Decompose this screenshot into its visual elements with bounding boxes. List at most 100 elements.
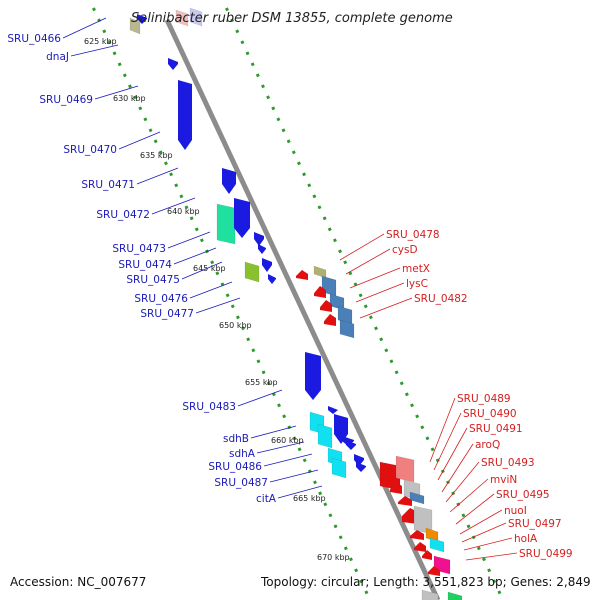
label-leader-line: [151, 197, 196, 215]
forward-gene-arrow: [254, 232, 264, 246]
gene-label-sru_0469: SRU_0469: [39, 94, 93, 106]
label-leader-line: [94, 85, 139, 100]
gene-label-sru_0497: SRU_0497: [508, 518, 562, 530]
gene-feature: [429, 537, 445, 553]
scale-tick: [338, 249, 343, 254]
label-leader-line: [189, 281, 233, 299]
label-leader-line: [449, 478, 489, 513]
scale-tick: [250, 62, 255, 67]
scale-tick: [497, 590, 502, 595]
label-leader-line: [62, 17, 107, 39]
forward-gene-arrow: [305, 352, 321, 400]
reverse-gene-arrow: [410, 530, 424, 540]
forward-gene-arrow: [222, 168, 236, 194]
gene-label-sru_0476: SRU_0476: [134, 293, 188, 305]
gene-label-nuoi: nuoI: [504, 505, 527, 517]
forward-gene-arrow: [356, 462, 366, 472]
scale-tick: [128, 84, 132, 89]
position-label: 630 kbp: [113, 94, 146, 103]
scale-tick: [492, 579, 497, 584]
gene-label-cita: citA: [256, 493, 277, 505]
scale-tick: [404, 392, 409, 397]
scale-tick: [133, 95, 138, 100]
gene-feature: [189, 7, 203, 27]
scale-tick: [425, 436, 430, 441]
label-leader-line: [256, 441, 305, 454]
scale-tick: [230, 18, 235, 23]
reverse-gene-arrow: [314, 286, 326, 298]
gene-label-sru_0491: SRU_0491: [469, 423, 523, 435]
scale-tick: [286, 139, 291, 144]
scale-tick: [261, 84, 265, 89]
reverse-gene-arrow: [320, 300, 332, 312]
scale-tick: [117, 62, 122, 67]
scale-tick: [179, 194, 184, 199]
forward-gene-arrow: [234, 198, 250, 238]
scale-tick: [384, 348, 389, 353]
gene-label-sru_0499: SRU_0499: [519, 548, 573, 560]
gene-label-sru_0473: SRU_0473: [112, 243, 166, 255]
scale-tick: [368, 315, 373, 320]
scale-tick: [327, 227, 332, 232]
forward-gene-arrow: [258, 244, 266, 254]
label-leader-line: [250, 425, 297, 439]
forward-gene-arrow: [178, 80, 192, 150]
scale-tick: [379, 337, 384, 342]
scale-tick: [163, 161, 168, 166]
forward-gene-arrow: [268, 274, 276, 284]
scale-tick: [364, 590, 369, 595]
scale-tick: [107, 40, 112, 45]
gene-feature: [395, 455, 415, 483]
scale-tick: [210, 260, 215, 265]
label-leader-line: [173, 247, 217, 265]
scale-tick: [302, 458, 307, 463]
scale-tick: [122, 73, 127, 78]
scale-tick: [374, 326, 379, 331]
label-leader-line: [277, 485, 323, 499]
scale-tick: [256, 359, 261, 364]
forward-gene-arrow: [346, 440, 356, 450]
gene-feature: [421, 589, 439, 600]
label-leader-line: [359, 297, 413, 319]
scale-tick: [328, 513, 333, 518]
gene-label-sru_0466: SRU_0466: [7, 33, 61, 45]
scale-tick: [363, 304, 368, 309]
genome-summary-text: Topology: circular; Length: 3,551,823 bp…: [260, 575, 591, 589]
scale-tick: [476, 546, 481, 551]
scale-tick: [266, 381, 271, 386]
forward-gene-arrow: [168, 58, 178, 70]
scale-tick: [138, 106, 143, 111]
scale-tick: [302, 172, 307, 177]
label-leader-line: [465, 552, 518, 561]
label-leader-line: [437, 427, 468, 481]
reverse-gene-arrow: [390, 482, 402, 494]
gene-label-sru_0470: SRU_0470: [63, 144, 117, 156]
scale-tick: [349, 557, 353, 562]
gene-feature: [216, 203, 236, 245]
gene-label-metx: metX: [402, 263, 430, 275]
scale-tick: [235, 315, 240, 320]
scale-tick: [292, 436, 297, 441]
gene-feature: [409, 491, 425, 505]
gene-label-mvin: mviN: [490, 474, 517, 486]
scale-tick: [261, 370, 266, 375]
gene-label-sru_0482: SRU_0482: [414, 293, 468, 305]
genome-backbone: [164, 18, 441, 600]
gene-label-dnaj: dnaJ: [46, 51, 69, 63]
position-label: 640 kbp: [167, 207, 200, 216]
scale-tick: [215, 271, 220, 276]
scale-tick: [359, 579, 364, 584]
reverse-gene-arrow: [422, 550, 432, 560]
scale-tick: [287, 425, 292, 430]
scale-tick: [332, 238, 337, 243]
gene-label-aroq: aroQ: [475, 439, 500, 451]
gene-label-sru_0478: SRU_0478: [386, 229, 440, 241]
label-leader-line: [445, 461, 480, 503]
scale-tick: [317, 205, 322, 210]
position-label: 665 kbp: [293, 494, 326, 503]
label-leader-line: [349, 267, 401, 289]
scale-tick: [348, 271, 353, 276]
scale-tick: [241, 326, 246, 331]
